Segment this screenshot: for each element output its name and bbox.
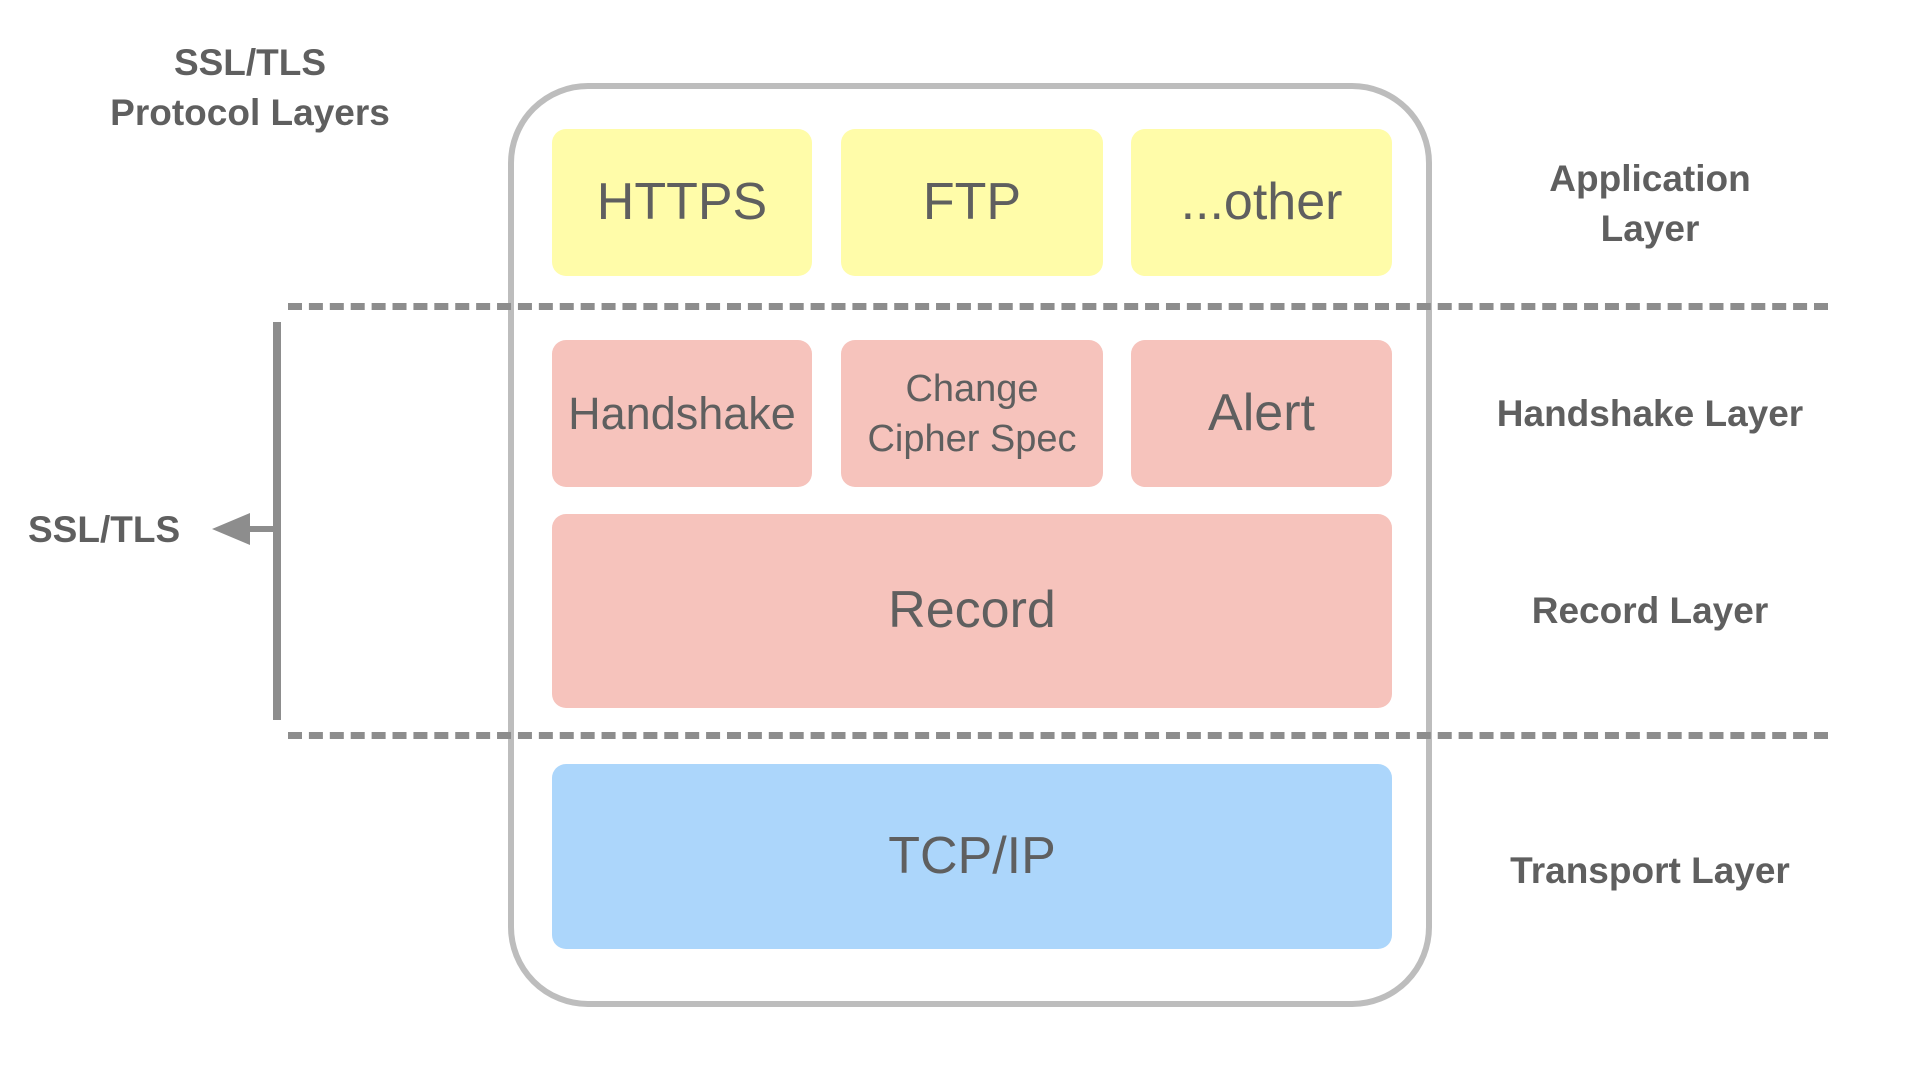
transport-layer-label: Transport Layer [1510, 850, 1790, 891]
other-protocol-box: ...other [1131, 129, 1392, 276]
ssl-tls-side-label: SSL/TLS [28, 509, 181, 550]
change-cipher-spec-line1: Change [905, 367, 1039, 410]
change-cipher-spec-line2: Cipher Spec [867, 417, 1077, 460]
application-layer-label-line2: Layer [1600, 208, 1700, 249]
ssl-tls-upper-boundary [288, 303, 1828, 310]
handshake-box: Handshake [552, 340, 812, 487]
ssl-tls-bracket [273, 322, 281, 720]
diagram-title: SSL/TLS Protocol Layers [85, 38, 415, 138]
protocol-stack-frame [508, 83, 1432, 1007]
record-box: Record [552, 514, 1392, 708]
application-layer-label-line1: Application [1549, 158, 1751, 199]
change-cipher-spec-box: Change Cipher Spec [841, 340, 1103, 487]
alert-box: Alert [1131, 340, 1392, 487]
ftp-box: FTP [841, 129, 1103, 276]
diagram-title-line1: SSL/TLS [173, 42, 327, 83]
handshake-layer-label: Handshake Layer [1496, 393, 1804, 434]
https-box: HTTPS [552, 129, 812, 276]
tcp-ip-box: TCP/IP [552, 764, 1392, 949]
ssl-tls-lower-boundary [288, 732, 1828, 739]
record-layer-label: Record Layer [1531, 590, 1769, 631]
ssl-tls-bracket-arm [248, 526, 276, 532]
left-arrow-icon [212, 513, 250, 545]
application-layer-label: Application Layer [1460, 154, 1840, 254]
diagram-title-line2: Protocol Layers [110, 92, 390, 133]
